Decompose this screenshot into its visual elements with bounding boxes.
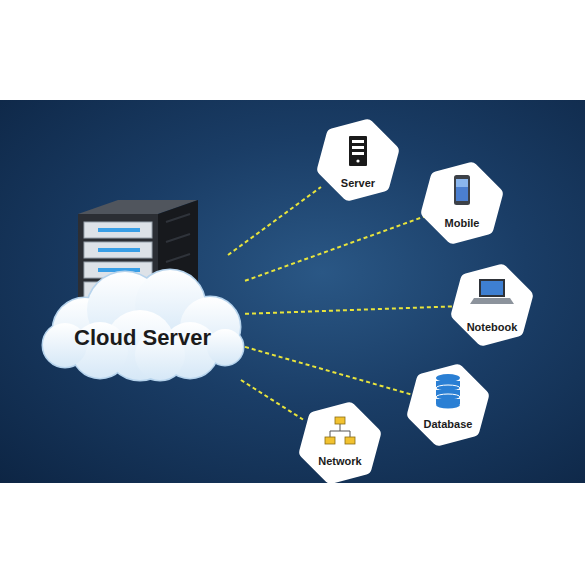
- hexagon-blob: [419, 160, 505, 246]
- hexagon-blob: [449, 262, 535, 348]
- node-label: Database: [395, 417, 501, 432]
- cloud-node: Cloud Server: [40, 255, 245, 380]
- device-node: Server: [315, 117, 401, 203]
- notebook-icon: [470, 279, 514, 304]
- node-label: Mobile: [409, 216, 515, 231]
- hexagon-blob: [297, 400, 383, 486]
- dashed-connector: [228, 187, 321, 255]
- device-node: Mobile: [419, 160, 505, 246]
- device-node: Notebook: [449, 262, 535, 348]
- hexagon-blob: [315, 117, 401, 203]
- dashed-connector: [245, 306, 455, 314]
- dashed-connector: [245, 216, 425, 280]
- database-icon: [436, 374, 460, 409]
- dashed-connector: [241, 380, 303, 420]
- side-vents: [166, 214, 190, 262]
- dashed-connector: [245, 347, 411, 395]
- node-label: Server: [305, 176, 411, 191]
- server-icon: [349, 136, 367, 166]
- node-title: Cloud Server: [30, 325, 255, 351]
- node-label: Notebook: [439, 320, 545, 335]
- cloud-shape: [40, 255, 245, 380]
- device-node: Database: [405, 362, 491, 448]
- hexagon-blob: [405, 362, 491, 448]
- device-node: Network: [297, 400, 383, 486]
- mobile-icon: [454, 175, 470, 205]
- node-label: Network: [287, 454, 393, 469]
- network-icon: [325, 417, 355, 444]
